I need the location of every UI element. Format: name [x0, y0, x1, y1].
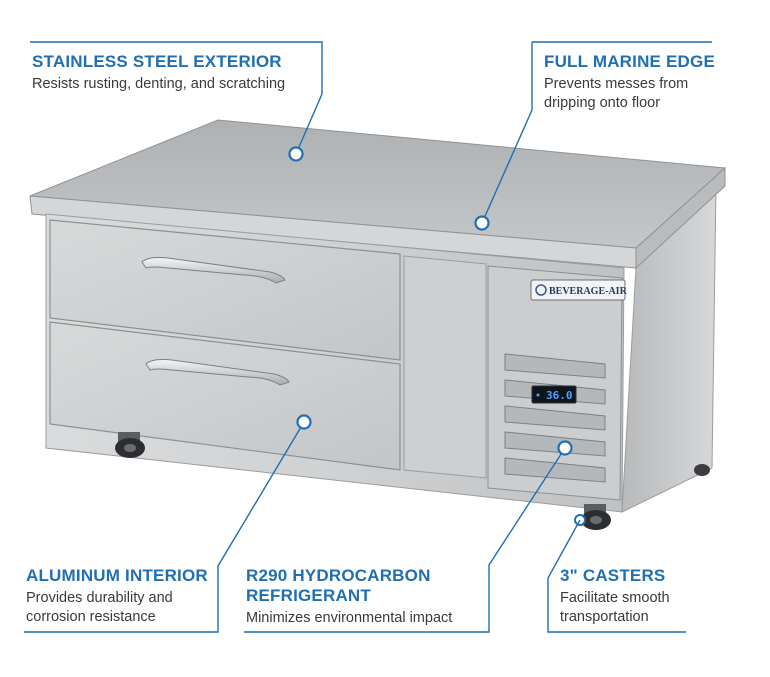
- lower-drawer-handle[interactable]: [145, 359, 290, 386]
- exterior-callout: STAINLESS STEEL EXTERIOR Resists rusting…: [32, 52, 285, 94]
- casters-callout: 3" CASTERS Facilitate smooth transportat…: [560, 566, 670, 627]
- exterior-desc: Resists rusting, denting, and scratching: [32, 76, 286, 92]
- refrigerant-title-line2: REFRIGERANT: [246, 586, 371, 605]
- casters-desc-line1: Facilitate smooth: [560, 590, 670, 606]
- temperature-readout: 36.0: [546, 389, 573, 402]
- refrigerant-callout-dot: [557, 440, 573, 456]
- marine-edge-callout-dot: [474, 215, 490, 231]
- refrigerant-callout: R290 HYDROCARBON REFRIGERANT Minimizes e…: [246, 566, 452, 628]
- brand-logo-icon: [535, 284, 547, 296]
- front-right-caster: [574, 504, 611, 530]
- marine-edge-title: FULL MARINE EDGE: [544, 52, 716, 71]
- vent-louvers: [504, 353, 606, 483]
- interior-callout: ALUMINUM INTERIOR Provides durability an…: [26, 566, 208, 627]
- middle-panel: [403, 255, 487, 479]
- casters-title: 3" CASTERS: [560, 566, 666, 585]
- callout-dots: [288, 146, 573, 456]
- callout-lines: [24, 41, 712, 633]
- exterior-title: STAINLESS STEEL EXTERIOR: [32, 52, 282, 71]
- interior-title: ALUMINUM INTERIOR: [26, 566, 208, 585]
- display-indicator-light: [536, 393, 540, 397]
- brand-logo-text: BEVERAGE-AIR: [549, 286, 628, 297]
- refrigerant-desc: Minimizes environmental impact: [246, 610, 453, 626]
- rear-right-caster: [694, 464, 710, 476]
- upper-drawer[interactable]: [49, 219, 401, 361]
- casters-desc-line2: transportation: [560, 609, 649, 625]
- marine-edge-desc-line2: dripping onto floor: [544, 95, 661, 111]
- upper-drawer-handle[interactable]: [141, 257, 286, 284]
- refrigerant-title-line1: R290 HYDROCARBON: [246, 566, 431, 585]
- interior-desc-line2: corrosion resistance: [26, 609, 156, 625]
- marine-edge-side: [635, 166, 726, 270]
- exterior-callout-dot: [288, 146, 304, 162]
- interior-callout-dot: [296, 414, 312, 430]
- thermostat-display: [531, 385, 577, 404]
- marine-edge-callout: FULL MARINE EDGE Prevents messes from dr…: [544, 52, 715, 113]
- interior-desc-line1: Provides durability and: [26, 590, 173, 606]
- front-left-caster: [115, 432, 145, 458]
- marine-edge-desc-line1: Prevents messes from: [544, 76, 689, 92]
- brand-logo-plate: [530, 279, 626, 301]
